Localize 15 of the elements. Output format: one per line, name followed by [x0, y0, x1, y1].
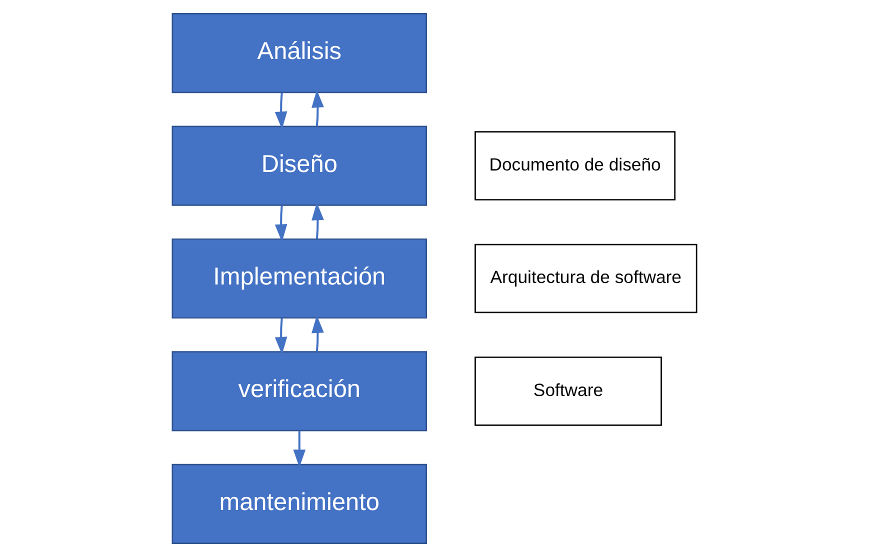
- node-box: Documento de diseño: [474, 131, 676, 200]
- node-box: Diseño: [172, 126, 428, 206]
- arrow: [274, 318, 288, 355]
- arrow: [274, 92, 288, 130]
- arrow: [274, 206, 288, 242]
- node-box: Análisis: [172, 13, 428, 94]
- node-box: mantenimiento: [172, 464, 428, 544]
- arrow: [293, 431, 306, 468]
- arrow: [312, 315, 324, 352]
- arrow: [312, 202, 324, 239]
- node-box: Software: [474, 356, 662, 426]
- node-box: Arquitectura de software: [474, 244, 698, 314]
- node-box: Implementación: [172, 238, 428, 319]
- node-box: verificación: [172, 351, 428, 432]
- arrow: [312, 90, 324, 126]
